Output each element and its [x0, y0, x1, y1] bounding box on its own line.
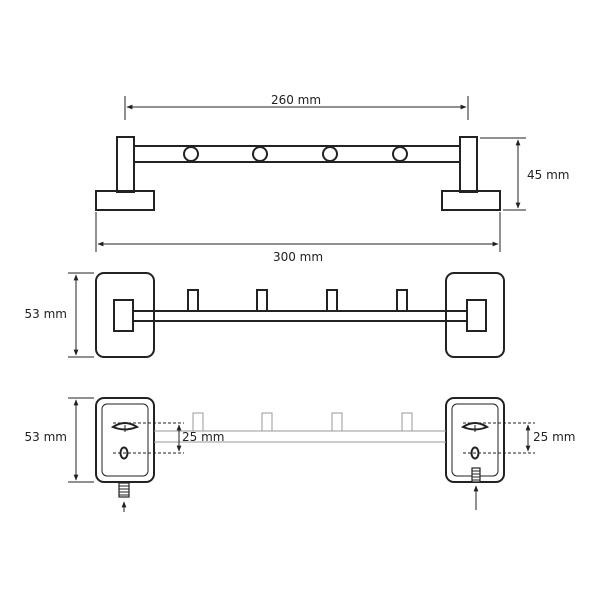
screw-thread: [119, 485, 129, 496]
hook-knob: [183, 146, 199, 162]
right-bar-mount: [466, 299, 487, 332]
hook-knob: [392, 146, 408, 162]
dimension-53-mount-label: 53 mm: [25, 430, 67, 444]
keyhole-slot-icon: [110, 422, 140, 431]
hook: [187, 289, 199, 311]
left-base-plate: [95, 190, 155, 211]
hook: [326, 289, 338, 311]
set-screw-icon: [471, 467, 481, 483]
left-post: [116, 136, 135, 193]
dimension-53-label: 53 mm: [25, 307, 67, 321]
left-mounting-plate: [95, 397, 155, 483]
right-wall-plate: [445, 272, 505, 358]
left-plate-inner-outline: [101, 403, 149, 477]
hook: [396, 289, 408, 311]
top-view: 260 mm 45 mm 300 mm: [95, 93, 569, 264]
dimension-45-label: 45 mm: [527, 168, 569, 182]
ghost-hook: [192, 412, 204, 431]
ghost-hook: [331, 412, 343, 431]
dimension-25-left-label: 25 mm: [182, 430, 224, 444]
keyhole-slot-icon: [460, 422, 490, 431]
ghost-hook: [401, 412, 413, 431]
left-bar-mount: [113, 299, 134, 332]
hook: [256, 289, 268, 311]
dimension-260-label: 260 mm: [271, 93, 321, 107]
set-screw-icon: [118, 482, 130, 498]
hook-knob: [322, 146, 338, 162]
hook-knob: [252, 146, 268, 162]
front-view: 53 mm: [25, 272, 505, 358]
screw-thread: [472, 470, 480, 481]
right-post: [459, 136, 478, 193]
left-wall-plate: [95, 272, 155, 358]
right-base-plate: [441, 190, 501, 211]
mounting-view: 25 mm 25 mm 53 mm: [25, 397, 575, 512]
right-plate-inner-outline: [451, 403, 499, 477]
dimension-25-right-label: 25 mm: [533, 430, 575, 444]
ghost-hook: [261, 412, 273, 431]
dimension-300-label: 300 mm: [273, 250, 323, 264]
